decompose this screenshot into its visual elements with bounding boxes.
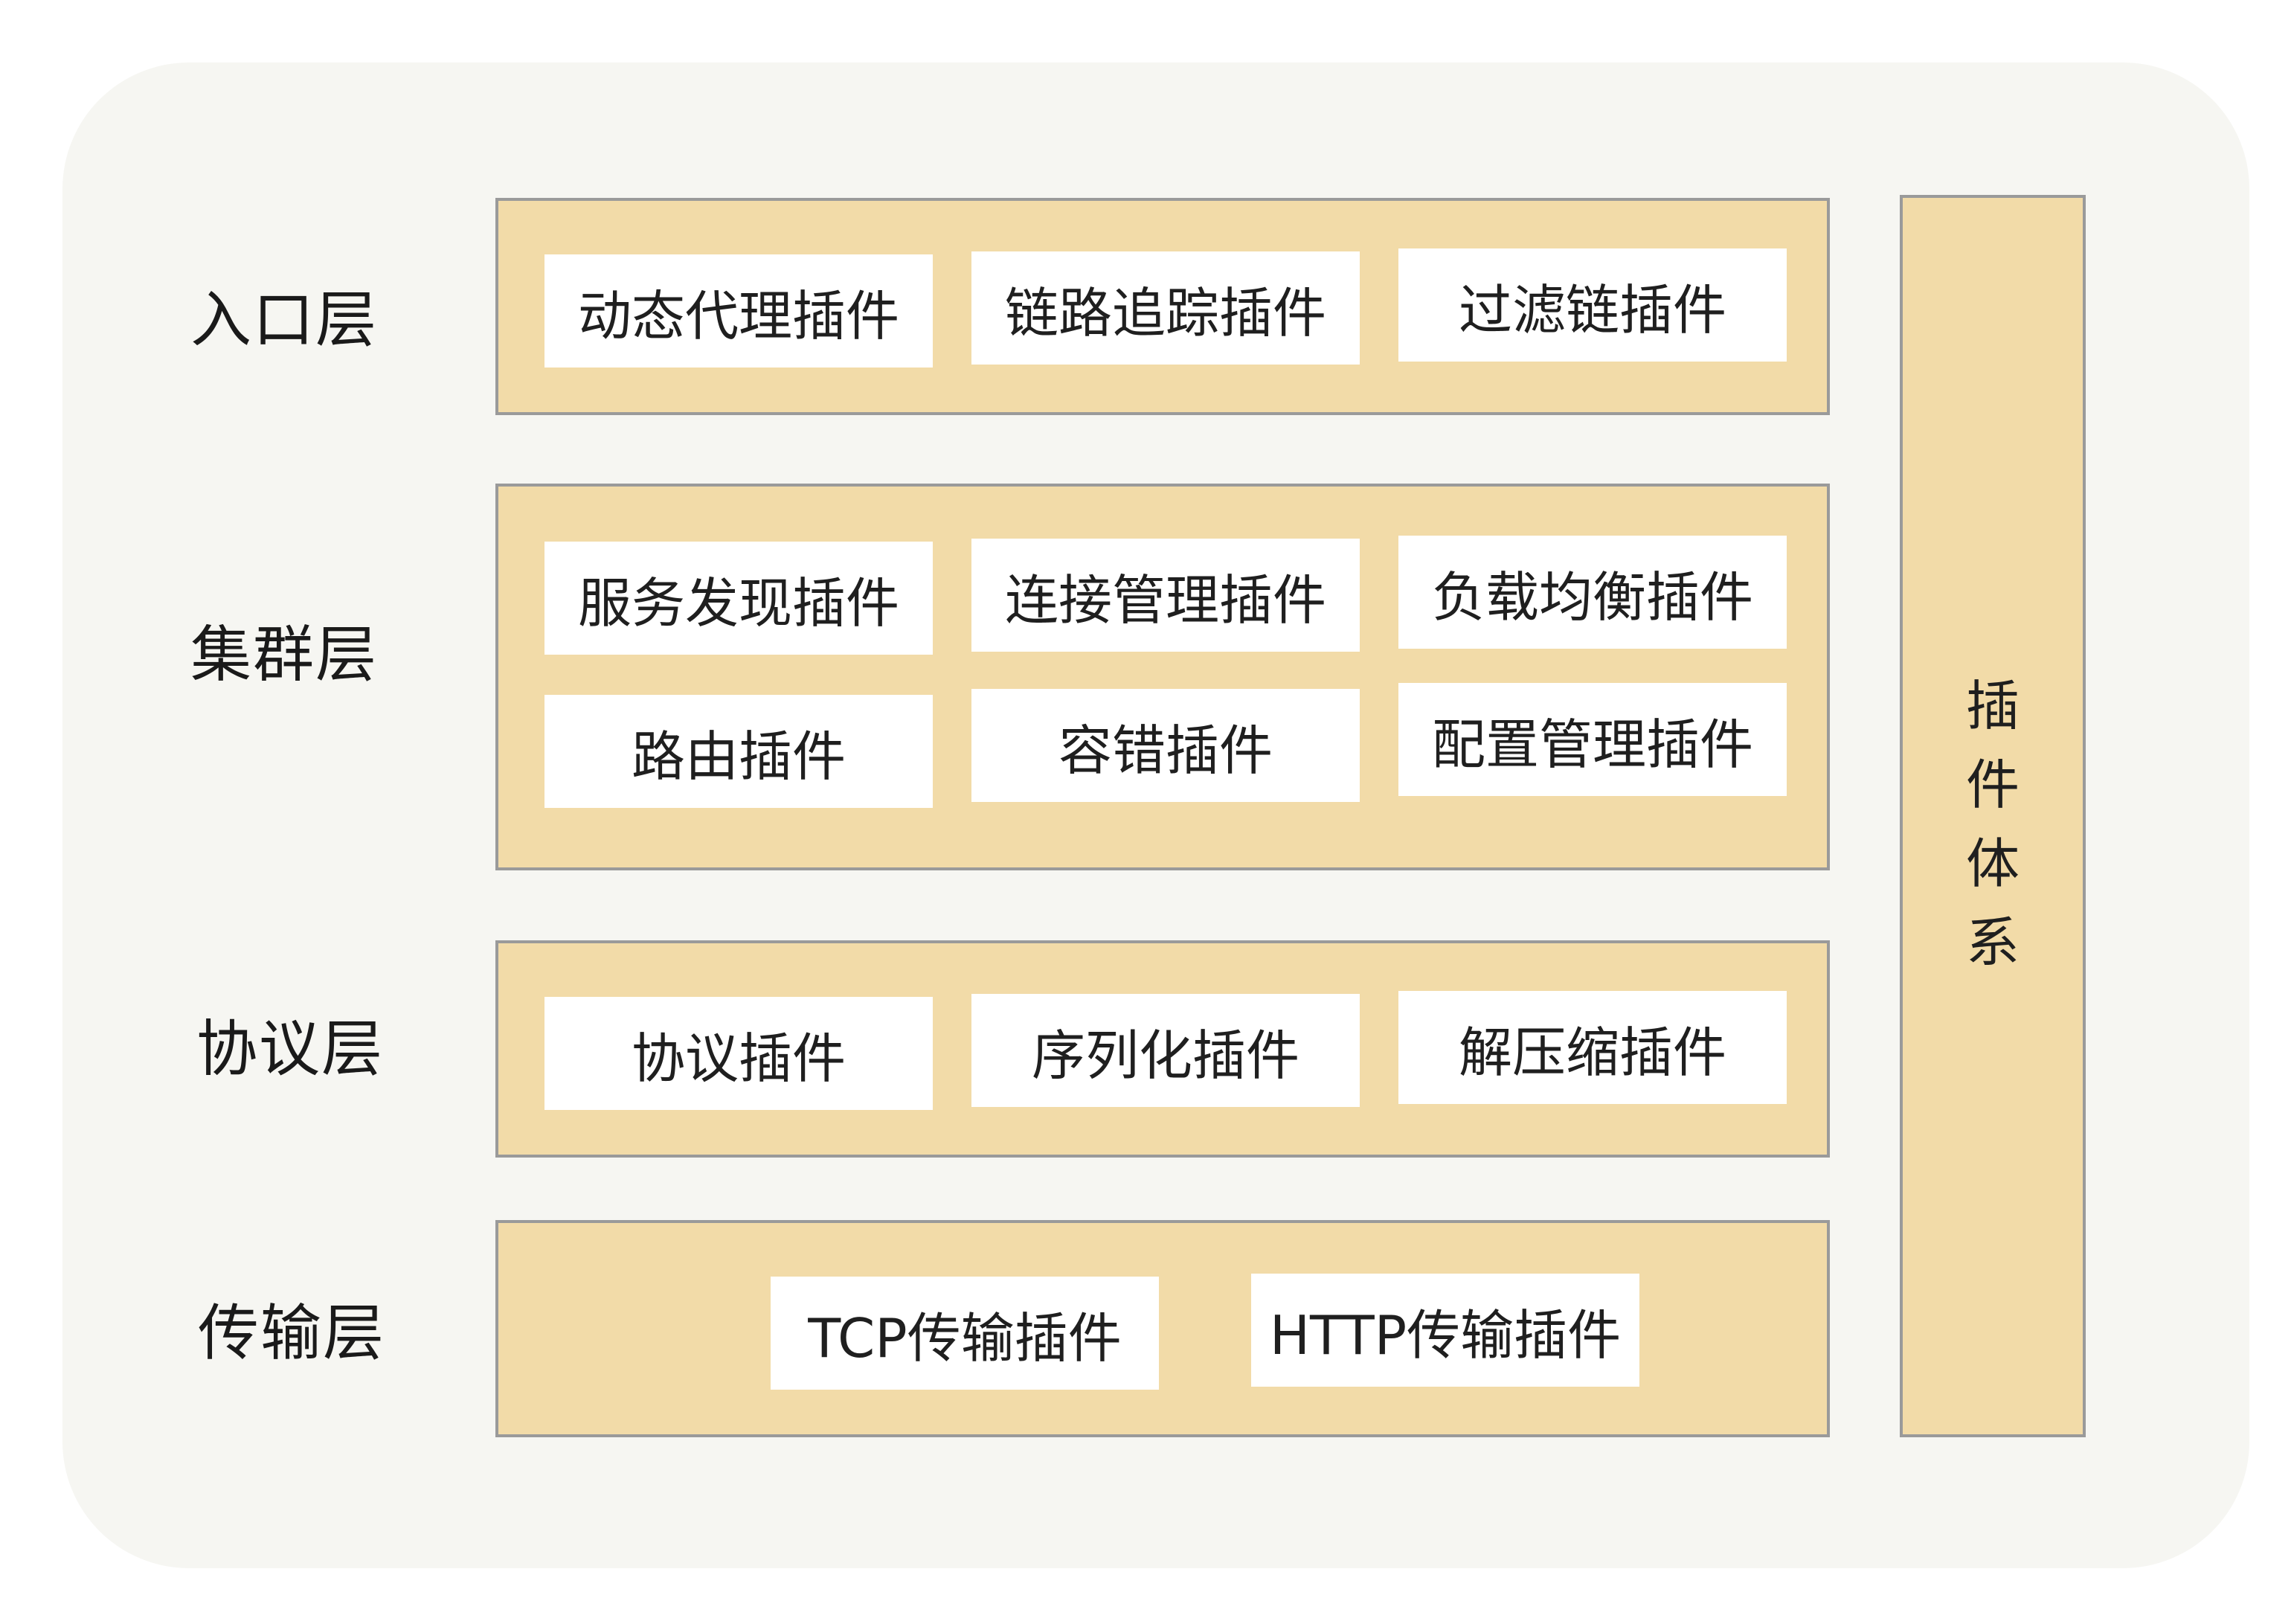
plugin-box: 协议插件 <box>544 997 933 1110</box>
plugin-box: 过滤链插件 <box>1398 248 1787 362</box>
layer-label-entry: 入口层 <box>190 285 379 356</box>
plugin-box: 配置管理插件 <box>1398 683 1787 796</box>
plugin-system-label: 插 件 体 系 <box>1903 667 2083 982</box>
plugin-box: TCP传输插件 <box>771 1277 1159 1390</box>
plugin-box: 负载均衡插件 <box>1398 536 1787 649</box>
plugin-box: 服务发现插件 <box>544 542 933 655</box>
entry-layer-band: 动态代理插件 链路追踪插件 过滤链插件 <box>495 198 1830 415</box>
layer-label-transport: 传输层 <box>198 1298 386 1369</box>
plugin-box: 序列化插件 <box>971 994 1360 1107</box>
plugin-box: HTTP传输插件 <box>1251 1274 1639 1387</box>
plugin-box: 容错插件 <box>971 689 1360 802</box>
plugin-box: 解压缩插件 <box>1398 991 1787 1104</box>
cluster-layer-band: 服务发现插件 连接管理插件 负载均衡插件 路由插件 容错插件 配置管理插件 <box>495 484 1830 870</box>
transport-layer-band: TCP传输插件 HTTP传输插件 <box>495 1220 1830 1437</box>
layer-label-cluster: 集群层 <box>190 620 379 690</box>
plugin-box: 连接管理插件 <box>971 539 1360 652</box>
plugin-system-char: 体 <box>1965 832 2020 895</box>
plugin-system-char: 系 <box>1965 911 2020 974</box>
plugin-box: 动态代理插件 <box>544 254 933 368</box>
plugin-box: 链路追踪插件 <box>971 251 1360 365</box>
protocol-layer-band: 协议插件 序列化插件 解压缩插件 <box>495 940 1830 1158</box>
layer-label-protocol: 协议层 <box>196 1014 385 1085</box>
plugin-system-char: 件 <box>1965 754 2020 816</box>
plugin-system-bar: 插 件 体 系 <box>1900 195 2086 1437</box>
plugin-system-char: 插 <box>1965 675 2020 737</box>
plugin-box: 路由插件 <box>544 695 933 808</box>
